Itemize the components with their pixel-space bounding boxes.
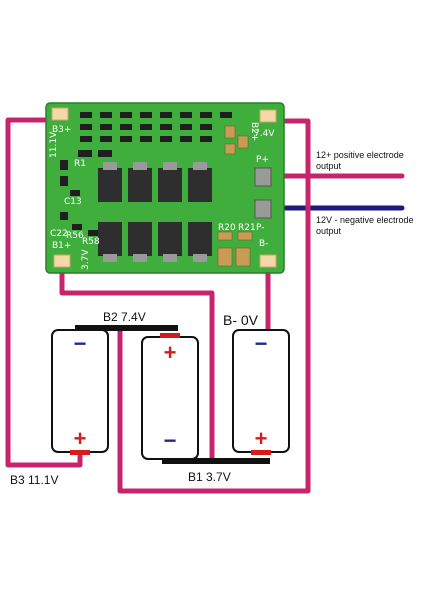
pcb-label-p-minus: P- bbox=[256, 223, 264, 233]
positive-output-label-line2: output bbox=[316, 161, 342, 171]
pcb-ref-r20: R20 bbox=[218, 223, 236, 233]
bms-pcb: B3+ B2+ 11.1V 7.4V P+ P- B1+ 3.7V B- R1 … bbox=[45, 102, 285, 274]
battery-b2-minus-sign: − bbox=[164, 428, 177, 453]
positive-output-label-line1: 12+ positive electrode bbox=[316, 150, 404, 160]
pad-b2-plus bbox=[259, 109, 277, 123]
b3-wire bbox=[5, 117, 83, 468]
battery-b1-minus-sign: − bbox=[255, 331, 268, 356]
pcb-label-3v7: 3.7V bbox=[81, 249, 91, 270]
battery-b2-plus-sign: + bbox=[164, 340, 177, 365]
pad-p-plus bbox=[254, 167, 272, 187]
label-b3: B3 11.1V bbox=[10, 473, 58, 487]
label-b1: B1 3.7V bbox=[188, 470, 231, 484]
pcb-label-p-plus: P+ bbox=[256, 155, 269, 165]
battery-wiring bbox=[5, 117, 311, 494]
mosfets-bottom-row bbox=[98, 222, 212, 262]
battery-b2-plus-terminal bbox=[160, 333, 180, 338]
negative-output-label-line2: output bbox=[316, 226, 342, 236]
battery-b1-plus-terminal bbox=[251, 450, 271, 455]
battery-b2: + − bbox=[141, 333, 199, 460]
battery-b3-minus-sign: − bbox=[74, 331, 87, 356]
battery-b1: − + bbox=[232, 329, 290, 455]
mosfets-top-row bbox=[98, 162, 212, 202]
battery-b3: − + bbox=[51, 329, 109, 455]
bus-bars bbox=[75, 325, 270, 464]
output-wires bbox=[259, 173, 405, 211]
pcb-label-b3-plus: B3+ bbox=[52, 125, 71, 135]
pcb-ref-r21: R21 bbox=[238, 223, 256, 233]
pcb-label-b2-plus: B2+ bbox=[249, 122, 259, 141]
smd-components bbox=[60, 112, 232, 236]
battery-b3-plus-terminal bbox=[70, 450, 90, 455]
pad-p-minus bbox=[254, 199, 272, 219]
battery-b3-plus-sign: + bbox=[74, 426, 87, 451]
label-b-minus: B- 0V bbox=[223, 312, 259, 328]
pcb-label-b-minus: B- bbox=[259, 239, 268, 249]
negative-output-label-line1: 12V - negative electrode bbox=[316, 215, 414, 225]
pcb-ref-c22: C22 bbox=[50, 229, 68, 239]
pcb-label-11v: 11.1V bbox=[49, 131, 59, 158]
node-labels: B2 7.4V B- 0V B1 3.7V B3 11.1V bbox=[10, 310, 259, 487]
pcb-ref-r1: R1 bbox=[74, 159, 86, 169]
pad-b3-plus bbox=[51, 107, 69, 121]
b2-wire bbox=[117, 118, 311, 494]
pcb-ref-r58: R58 bbox=[82, 237, 100, 247]
capacitors bbox=[217, 125, 253, 267]
label-b2: B2 7.4V bbox=[103, 310, 146, 324]
battery-b1-plus-sign: + bbox=[255, 426, 268, 451]
pcb-ref-r56: R56 bbox=[66, 231, 84, 241]
pcb-label-7v4: 7.4V bbox=[254, 129, 275, 139]
pcb-ref-c13: C13 bbox=[64, 197, 82, 207]
pcb-label-b1-plus: B1+ bbox=[52, 241, 71, 251]
pad-b1-plus bbox=[53, 254, 71, 268]
pad-b-minus bbox=[259, 254, 277, 268]
b1-wire bbox=[59, 265, 215, 461]
output-annotations: 12+ positive electrode output 12V - nega… bbox=[316, 150, 414, 236]
